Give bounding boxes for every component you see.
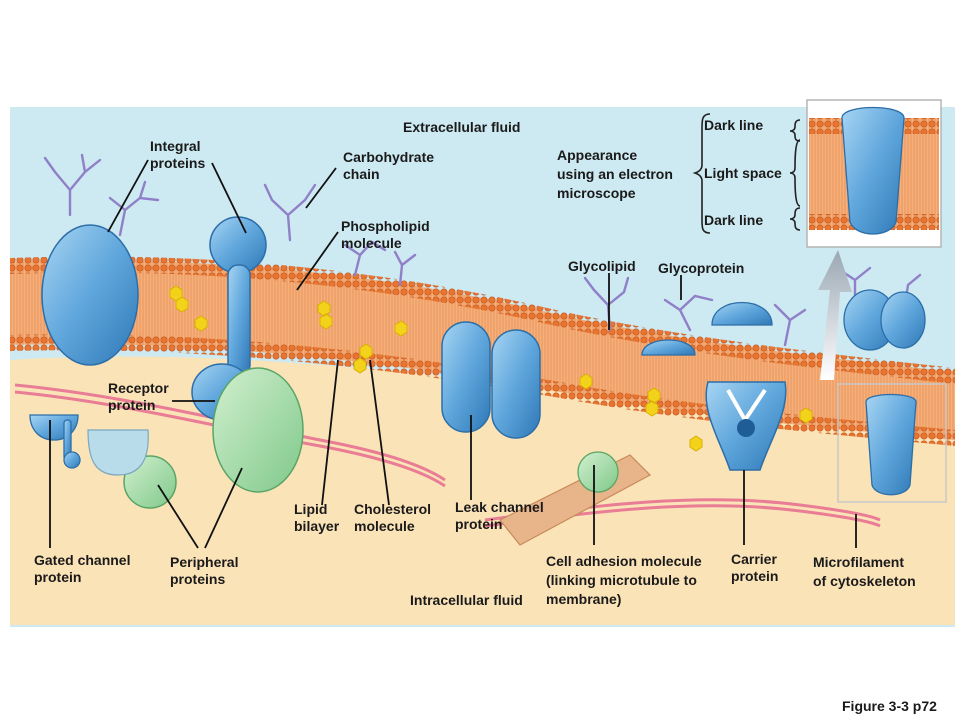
- cholesterol-molecules: [169, 285, 813, 452]
- lower-inset-box: [837, 383, 947, 503]
- label-line: protein: [34, 569, 82, 585]
- label-carrier-protein: Carrier protein: [731, 551, 778, 585]
- outer-head-layer: [10, 256, 955, 384]
- label-line: Integral: [150, 138, 201, 154]
- label-line: Cholesterol: [354, 501, 432, 517]
- label-light-space: Light space: [704, 165, 782, 181]
- label-line: Lipid: [294, 501, 328, 517]
- label-line: Microfilament: [813, 554, 905, 570]
- label-cholesterol-molecule: Cholesterol molecule: [354, 501, 431, 535]
- label-line: membrane): [546, 591, 622, 607]
- label-microfilament: Microfilament of cytoskeleton: [813, 553, 916, 591]
- carrier-protein-solute: [737, 419, 755, 437]
- label-line: Appearance: [557, 147, 638, 163]
- label-line: protein: [108, 397, 156, 413]
- label-line: using an electron: [557, 166, 673, 182]
- label-line: chain: [343, 166, 380, 182]
- label-line: bilayer: [294, 518, 340, 534]
- label-phospholipid-molecule: Phospholipid molecule: [341, 218, 430, 252]
- carbohydrate-chains: [43, 153, 922, 347]
- label-line: protein: [731, 568, 779, 584]
- label-peripheral-proteins: Peripheral proteins: [170, 554, 238, 588]
- label-glycolipid: Glycolipid: [568, 258, 636, 274]
- label-line: molecule: [341, 235, 402, 251]
- label-integral-proteins: Integral proteins: [150, 138, 205, 172]
- peripheral-protein-cup: [87, 429, 149, 476]
- label-line: microscope: [557, 185, 636, 201]
- label-receptor-protein: Receptor protein: [108, 380, 169, 414]
- label-intracellular-fluid: Intracellular fluid: [410, 592, 523, 608]
- label-extracellular-fluid: Extracellular fluid: [403, 119, 521, 135]
- cell-adhesion-shape: [577, 451, 619, 493]
- label-line: protein: [455, 516, 503, 532]
- peripheral-protein-large: [212, 367, 304, 493]
- label-line: Leak channel: [455, 499, 544, 515]
- label-line: Phospholipid: [341, 218, 430, 234]
- label-leak-channel-protein: Leak channel protein: [455, 499, 544, 533]
- leader-lines: [49, 159, 857, 549]
- integral-protein-large: [41, 224, 139, 366]
- label-line: molecule: [354, 518, 415, 534]
- label-line: Carbohydrate: [343, 149, 435, 165]
- label-lipid-bilayer: Lipid bilayer: [294, 501, 339, 535]
- glycoprotein-shapes: [641, 302, 773, 356]
- label-line: proteins: [150, 155, 206, 171]
- label-line: proteins: [170, 571, 226, 587]
- gated-channel-shape: [29, 414, 81, 469]
- right-proteins: [843, 289, 926, 351]
- label-line: (linking microtubule to: [546, 572, 697, 588]
- label-dark-line-bottom: Dark line: [704, 212, 764, 228]
- lower-inset-protein: [865, 393, 917, 496]
- label-appearance: Appearance using an electron microscope: [557, 146, 673, 203]
- label-gated-channel-protein: Gated channel protein: [34, 552, 130, 586]
- label-line: Receptor: [108, 380, 169, 396]
- label-cell-adhesion-molecule: Cell adhesion molecule (linking microtub…: [546, 552, 702, 609]
- leak-channel-shape: [441, 321, 541, 439]
- figure-caption: Figure 3-3 p72: [842, 698, 937, 714]
- label-line: Gated channel: [34, 552, 131, 568]
- label-dark-line-top: Dark line: [704, 117, 764, 133]
- label-glycoprotein: Glycoprotein: [658, 260, 745, 276]
- label-line: Cell adhesion molecule: [546, 553, 702, 569]
- zoom-arrow: [818, 250, 852, 380]
- braces: [692, 113, 801, 234]
- label-line: of cytoskeleton: [813, 573, 916, 589]
- label-carbohydrate-chain: Carbohydrate chain: [343, 149, 434, 183]
- em-inset-protein: [841, 106, 905, 235]
- label-line: Peripheral: [170, 554, 239, 570]
- label-line: Carrier: [731, 551, 777, 567]
